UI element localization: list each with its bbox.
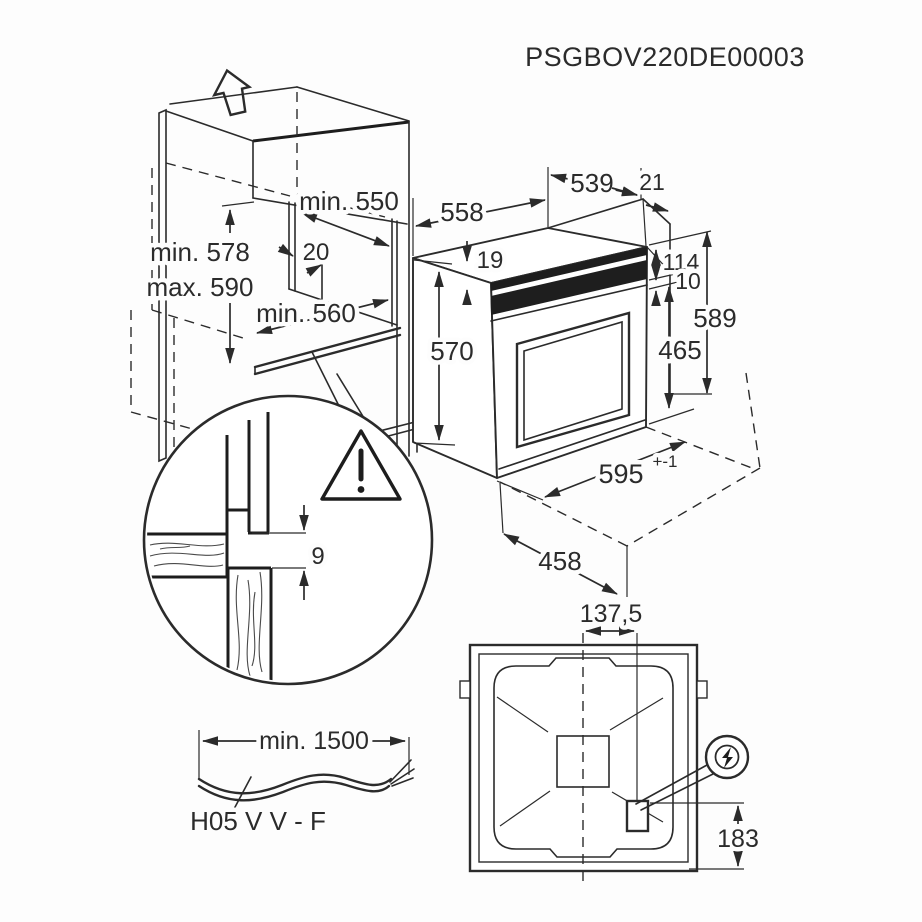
connection-offset-x-label: 137,5 [580,600,643,628]
oven-base-depth-label: 458 [538,546,581,576]
dim-oven-body-depth: 539 [550,164,638,203]
dim-oven-total-height: 589 [689,231,741,394]
dim-cabinet-height: min. 578 max. 590 [142,201,258,364]
oven-door-height-label: 465 [658,335,701,365]
dim-connection-offset-y: 183 [650,802,763,870]
niche-width-label: min. 560 [256,298,356,328]
block-arrow-up-icon [211,68,253,117]
oven-top-trim-label: 19 [477,247,504,274]
dim-oven-door-height: 465 [654,286,706,409]
dim-connection-offset-x: 137,5 [575,596,647,636]
cabinet-height-max-label: max. 590 [147,272,254,302]
mounting-detail-circle: 9 [142,394,434,686]
dim-rear-clearance: 20 [277,235,334,277]
oven-diagram: 558 539 21 19 114 10 589 [412,164,761,597]
oven-front-width-tolerance: +-1 [652,452,677,471]
dim-oven-control-panel: 114 [651,245,704,281]
dim-oven-base-depth: 458 [503,533,618,595]
detail-gap-label: 9 [311,543,324,570]
right-mounting-tab [696,680,708,699]
junction-box [625,799,650,833]
dim-oven-gap: 10 [651,264,705,306]
dim-oven-front-width: 595 +-1 [544,441,686,498]
dim-oven-rear-offset: 21 [611,165,669,212]
cabinet-height-min-label: min. 578 [150,237,250,267]
lightning-bolt-icon [635,734,750,811]
oven-body-height-label: 570 [430,336,473,366]
dim-niche-depth: min. 550 [295,182,403,247]
oven-total-height-label: 589 [693,303,736,333]
title-block: PSGBOV220DE00003 [521,38,809,77]
dim-oven-depth-total: 558 [415,193,546,232]
mounting-detail-content: 9 [147,412,402,681]
cable-length-label: min. 1500 [259,727,369,755]
left-mounting-tab [459,680,471,699]
oven-body-depth-label: 539 [570,168,613,198]
oven-gap-label: 10 [675,268,701,294]
oven-rear-offset-label: 21 [639,169,665,195]
cable-type-label: H05 V V - F [190,806,326,836]
power-cable-diagram: min. 1500 H05 V V - F [186,723,415,841]
cabinet-diagram: min. 578 max. 590 min. 550 20 min. 560 [130,68,418,463]
warning-triangle-icon [320,429,402,501]
dim-niche-width: min. 560 [252,294,389,334]
connection-offset-y-label: 183 [717,825,759,853]
oven-control-panel-label: 114 [663,249,700,275]
oven-depth-total-label: 558 [440,197,483,227]
dim-oven-top-trim: 19 [462,241,508,305]
document-code: PSGBOV220DE00003 [525,42,805,72]
niche-depth-label: min. 550 [299,186,399,216]
dim-oven-body-height: 570 [426,271,478,441]
oven-front-width-label: 595 [598,459,643,489]
rear-clearance-label: 20 [303,239,330,266]
rear-view-diagram: 137,5 183 [459,596,763,884]
